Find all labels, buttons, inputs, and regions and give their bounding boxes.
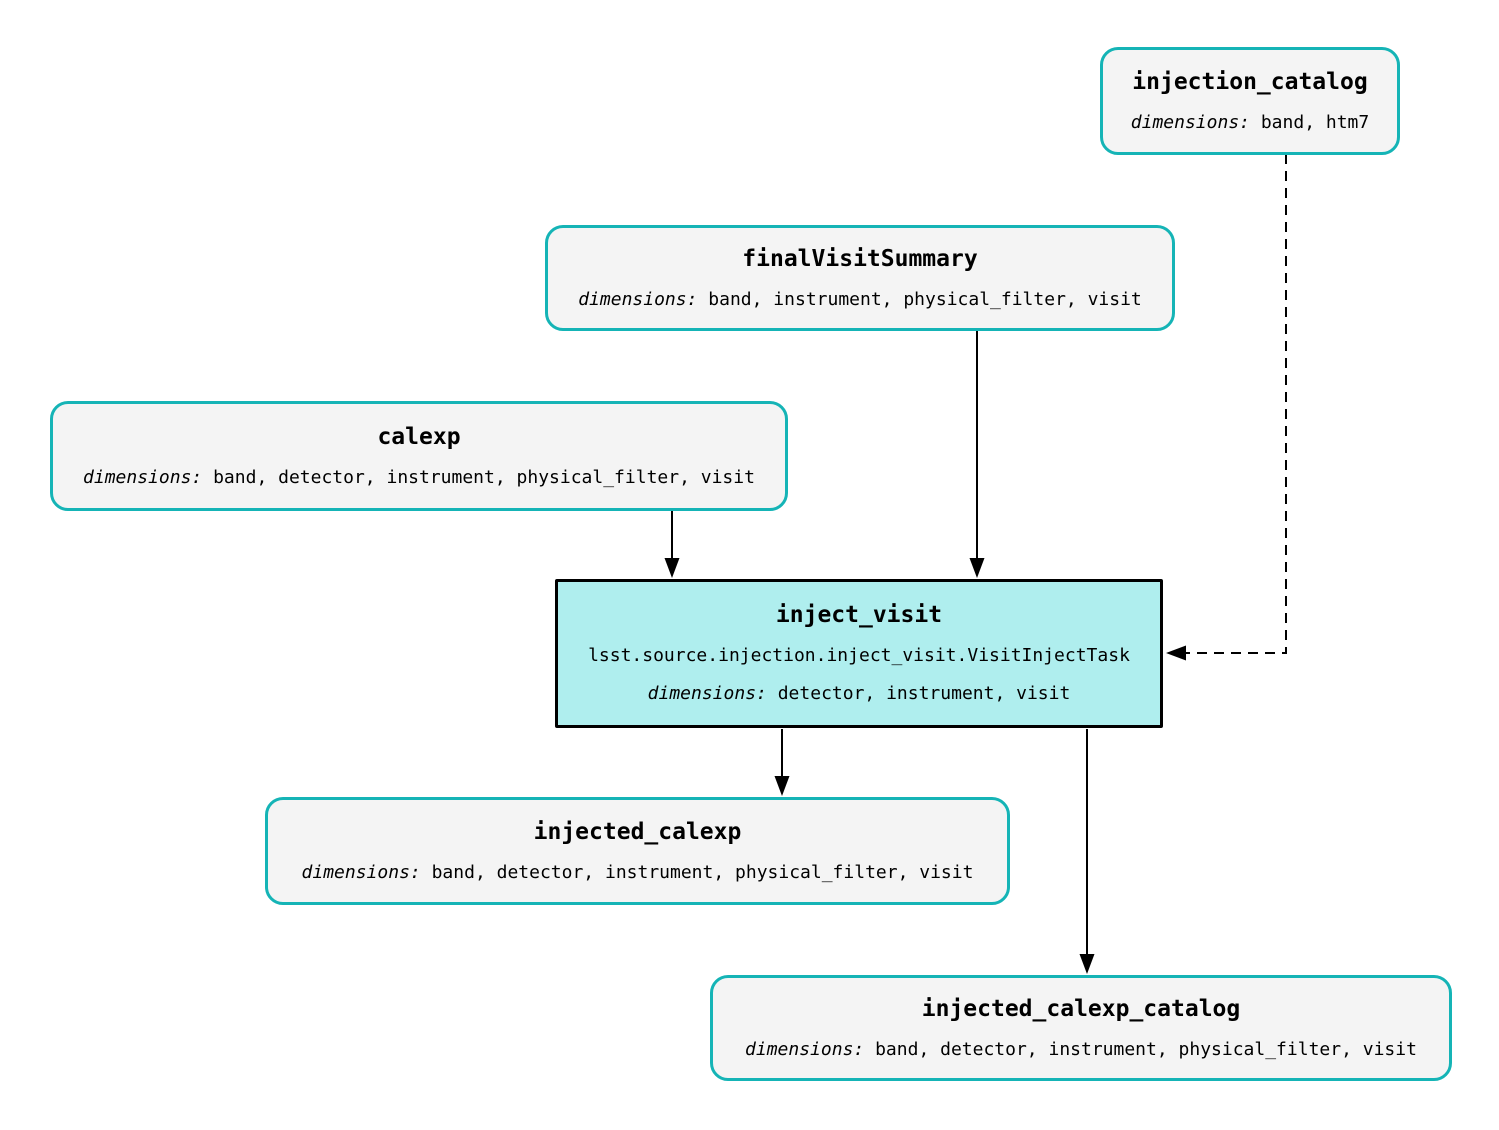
- dimensions-label: dimensions:: [83, 466, 203, 488]
- node-injected-calexp-catalog: injected_calexp_catalog dimensions: band…: [710, 975, 1452, 1081]
- node-calexp: calexp dimensions: band, detector, instr…: [50, 401, 788, 511]
- edge-calexp-to-inject-visit: [664, 511, 680, 578]
- node-title: injected_calexp_catalog: [921, 995, 1241, 1022]
- edge-inject-visit-to-injected-calexp: [774, 729, 790, 796]
- node-injection-catalog: injection_catalog dimensions: band, htm7: [1100, 47, 1400, 155]
- dimensions-label: dimensions:: [301, 861, 421, 883]
- edge-finalvisitsummary-to-inject-visit: [969, 331, 985, 578]
- dimensions-value: band, htm7: [1260, 111, 1370, 133]
- dimensions-value: band, instrument, physical_filter, visit: [708, 288, 1142, 310]
- node-dimensions: dimensions: detector, instrument, visit: [648, 682, 1071, 706]
- node-injected-calexp: injected_calexp dimensions: band, detect…: [265, 797, 1010, 905]
- node-dimensions: dimensions: band, detector, instrument, …: [83, 466, 755, 490]
- edge-inject-visit-to-injected-calexp-catalog: [1079, 729, 1095, 974]
- node-finalvisitsummary: finalVisitSummary dimensions: band, inst…: [545, 225, 1175, 331]
- node-title: inject_visit: [775, 602, 943, 628]
- task-class-path: lsst.source.injection.inject_visit.Visit…: [588, 645, 1130, 666]
- dimensions-value: band, detector, instrument, physical_fil…: [213, 466, 755, 488]
- node-dimensions: dimensions: band, htm7: [1131, 111, 1369, 135]
- dimensions-value: detector, instrument, visit: [777, 683, 1071, 704]
- dimensions-label: dimensions:: [647, 683, 767, 704]
- node-title: injection_catalog: [1132, 68, 1368, 95]
- dimensions-label: dimensions:: [1130, 111, 1250, 133]
- node-dimensions: dimensions: band, detector, instrument, …: [302, 861, 974, 885]
- dimensions-label: dimensions:: [578, 288, 698, 310]
- dimensions-value: band, detector, instrument, physical_fil…: [875, 1038, 1417, 1060]
- node-title: finalVisitSummary: [742, 245, 978, 272]
- node-dimensions: dimensions: band, instrument, physical_f…: [578, 288, 1142, 312]
- node-dimensions: dimensions: band, detector, instrument, …: [745, 1038, 1417, 1062]
- edge-injection-catalog-to-inject-visit: [1166, 154, 1287, 661]
- node-title: injected_calexp: [533, 818, 742, 845]
- dimensions-label: dimensions:: [745, 1038, 865, 1060]
- dimensions-value: band, detector, instrument, physical_fil…: [431, 861, 974, 883]
- node-title: calexp: [377, 423, 461, 450]
- node-inject-visit-task: inject_visit lsst.source.injection.injec…: [555, 579, 1163, 728]
